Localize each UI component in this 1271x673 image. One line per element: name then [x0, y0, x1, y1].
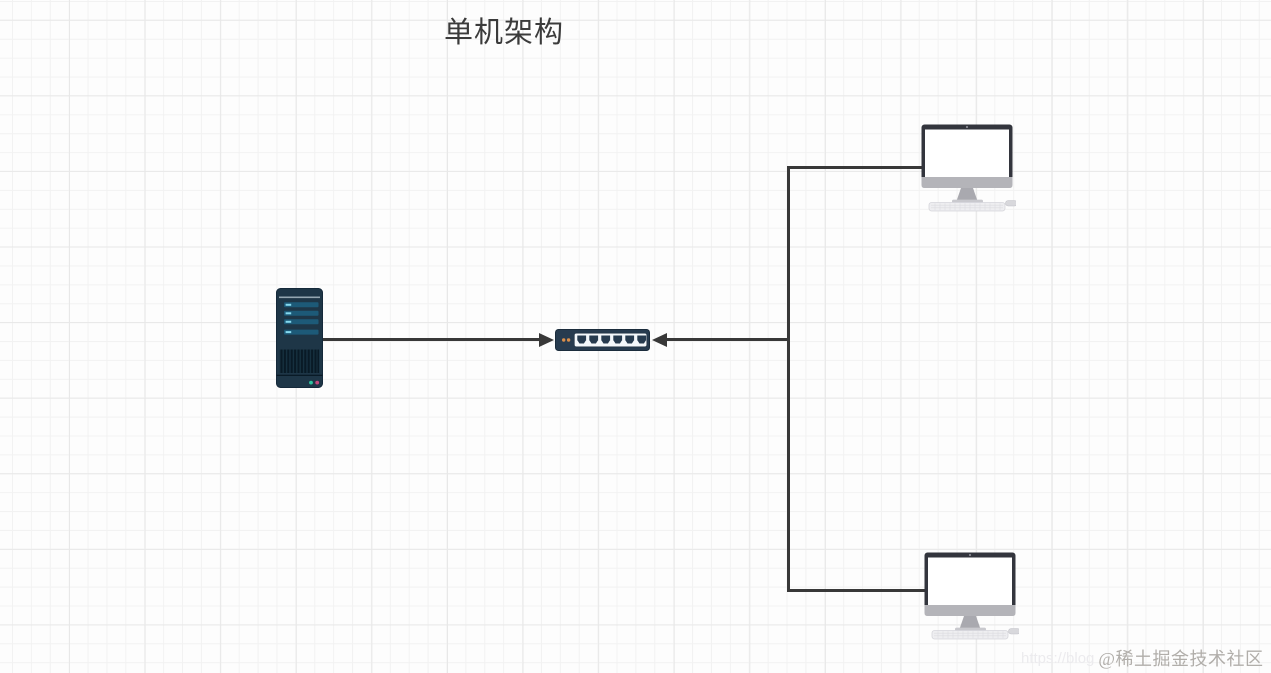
network-switch-icon: [555, 329, 650, 351]
monitor-stand: [959, 616, 981, 629]
monitor-screen: [928, 557, 1012, 605]
edge-to-client-bottom: [787, 589, 927, 592]
monitor-chin: [924, 605, 1016, 616]
arrowhead-into-switch-right: [652, 332, 667, 347]
camera-dot-icon: [965, 125, 969, 129]
node-server: [276, 288, 323, 388]
switch-ports: [577, 335, 647, 344]
server-led-green: [309, 380, 313, 385]
node-switch: [555, 329, 650, 351]
monitor-screen: [925, 129, 1009, 177]
arrowhead-into-switch-left: [539, 332, 554, 347]
desktop-computer-icon: [921, 124, 1018, 212]
monitor-chin: [921, 177, 1013, 188]
edge-clients-to-switch: [667, 338, 789, 341]
keyboard-icon: [928, 202, 1006, 212]
desktop-computer-icon: [924, 552, 1021, 640]
server-drive-slots: [284, 302, 319, 335]
keyboard-icon: [931, 630, 1009, 640]
watermark-url-text: https://blog: [1021, 650, 1095, 667]
switch-status-dot: [562, 338, 566, 342]
node-client-top: [921, 124, 1018, 212]
watermark: https://blog@稀土掘金技术社区: [1021, 645, 1263, 671]
edge-server-to-switch: [322, 338, 539, 341]
mouse-icon: [1005, 200, 1018, 207]
mouse-icon: [1008, 628, 1021, 635]
edge-client-vertical-bus: [787, 166, 790, 592]
camera-dot-icon: [968, 553, 972, 557]
diagram-title: 单机架构: [444, 17, 565, 49]
server-icon: [276, 288, 323, 388]
server-led-pink: [315, 380, 320, 385]
node-client-bottom: [924, 552, 1021, 640]
switch-status-dot: [566, 338, 571, 342]
monitor-stand: [956, 188, 978, 201]
server-vent-grille: [279, 349, 320, 373]
watermark-badge-text: @稀土掘金技术社区: [1098, 649, 1264, 669]
edge-to-client-top: [787, 166, 922, 169]
